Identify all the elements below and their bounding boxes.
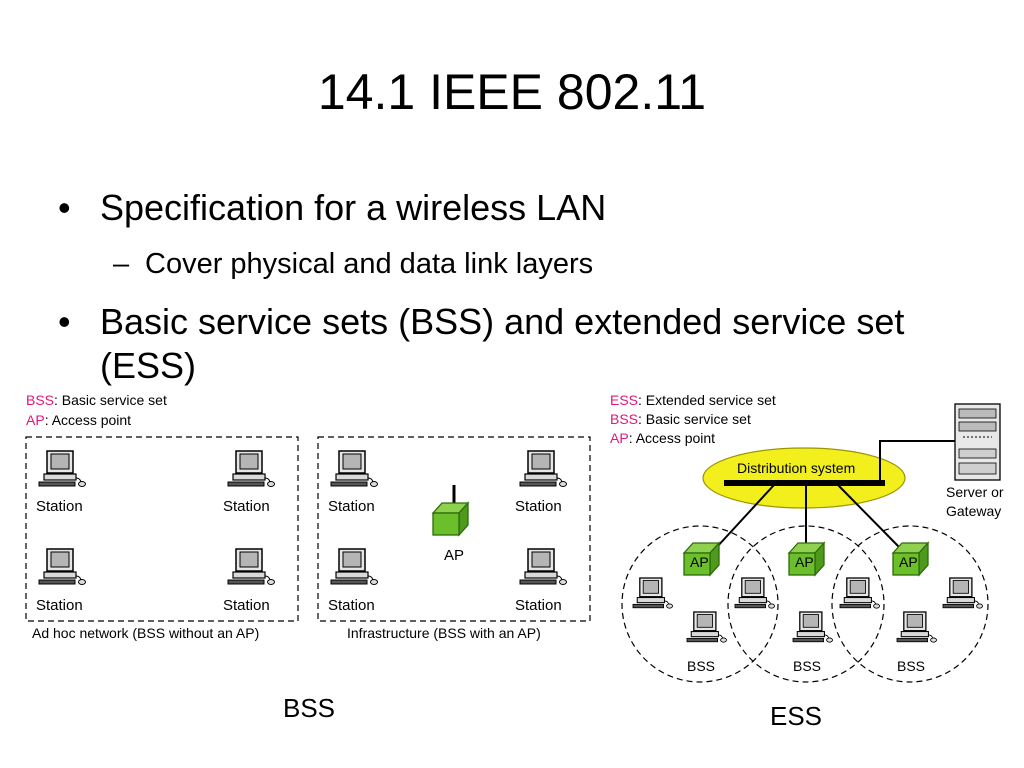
computer-station-icon [330, 548, 379, 586]
ess-access-point-1: AP [683, 542, 720, 576]
computer-station-icon [519, 548, 568, 586]
sub-bullet-text: Cover physical and data link layers [145, 248, 594, 280]
bss-circle-3 [831, 525, 989, 683]
ap-label: AP [899, 554, 918, 570]
bss-circle-1 [621, 525, 779, 683]
computer-station-icon [227, 450, 276, 488]
svg-text:AP: Access point: AP: Access point [610, 430, 715, 446]
slide-title: 14.1 IEEE 802.11 [317, 64, 707, 120]
server-link [879, 440, 955, 483]
bullet-text: Basic service sets (BSS) and extended se… [100, 301, 905, 342]
station-label: Station [515, 597, 562, 614]
computer-station-icon [686, 611, 728, 643]
ap-link-1 [715, 484, 775, 549]
legend-abbr-bss: BSS [26, 392, 54, 408]
bullet-bss-ess: • Basic service sets (BSS) and extended … [58, 300, 905, 388]
computer-station-icon [942, 577, 984, 609]
computer-station-icon [519, 450, 568, 488]
bullet-text: Specification for a wireless LAN [100, 187, 607, 228]
ap-label: AP [444, 547, 464, 564]
legend-desc-ap: : Access point [629, 430, 715, 446]
ap-link-3 [837, 484, 901, 549]
station-label: Station [36, 498, 83, 515]
computer-station-icon [839, 577, 881, 609]
computer-station-icon [896, 611, 938, 643]
server: Server or Gateway [946, 403, 1004, 519]
legend-desc-ess: : Extended service set [638, 392, 776, 408]
adhoc-station: Station [36, 450, 87, 515]
computer-station-icon [38, 450, 87, 488]
legend-abbr-ap: AP [610, 430, 629, 446]
computer-station-icon [734, 577, 776, 609]
station-label: Station [36, 597, 83, 614]
bullet-dot: • [58, 301, 71, 342]
ess-access-point-3: AP [892, 542, 929, 576]
bullet-text-continued: (ESS) [100, 345, 197, 386]
ap-label: AP [690, 554, 709, 570]
station-label: Station [328, 498, 375, 515]
adhoc-station: Station [36, 548, 87, 614]
station-label: Station [515, 498, 562, 515]
svg-text:BSS: Basic service set: BSS: Basic service set [26, 392, 167, 408]
infra-station: Station [515, 450, 568, 515]
adhoc-caption: Ad hoc network (BSS without an AP) [32, 625, 259, 641]
computer-station-icon [632, 577, 674, 609]
infra-station: Station [328, 548, 379, 614]
bss-circle-2 [727, 525, 885, 683]
svg-text:AP: Access point: AP: Access point [26, 412, 131, 428]
bss-label: BSS [897, 658, 925, 674]
ap-label: AP [795, 554, 814, 570]
legend-desc-bss: : Basic service set [638, 411, 751, 427]
server-label-line2: Gateway [946, 503, 1001, 519]
server-label-line1: Server or [946, 484, 1004, 500]
sub-bullet-layers: – Cover physical and data link layers [113, 246, 594, 282]
infra-caption: Infrastructure (BSS with an AP) [347, 625, 541, 641]
infra-station: Station [328, 450, 379, 515]
ess-figure-caption: ESS [770, 701, 823, 731]
adhoc-station: Station [223, 548, 276, 614]
bss-legend: BSS: Basic service set AP: Access point [26, 392, 167, 428]
sub-bullet-dash: – [113, 248, 130, 280]
adhoc-network-box [25, 436, 299, 622]
legend-desc-ap: : Access point [45, 412, 131, 428]
legend-abbr-ap: AP [26, 412, 45, 428]
legend-desc-bss: : Basic service set [54, 392, 167, 408]
infra-station: Station [515, 548, 568, 614]
distribution-bus [724, 480, 885, 486]
ess-access-point-2: AP [788, 542, 825, 576]
computer-station-icon [792, 611, 834, 643]
bss-label: BSS [793, 658, 821, 674]
server-icon [954, 403, 1001, 481]
station-label: Station [223, 597, 270, 614]
access-point-icon [432, 502, 469, 536]
infra-access-point: AP [432, 485, 469, 564]
ess-legend: ESS: Extended service set BSS: Basic ser… [610, 392, 776, 446]
computer-station-icon [38, 548, 87, 586]
legend-abbr-ess: ESS [610, 392, 638, 408]
computer-station-icon [330, 450, 379, 488]
bss-figure-caption: BSS [283, 693, 336, 723]
distribution-label: Distribution system [737, 460, 855, 476]
bullet-dot: • [58, 187, 71, 228]
computer-station-icon [227, 548, 276, 586]
svg-text:ESS: Extended service set: ESS: Extended service set [610, 392, 776, 408]
bss-label: BSS [687, 658, 715, 674]
station-label: Station [223, 498, 270, 515]
legend-abbr-bss: BSS [610, 411, 638, 427]
distribution-system-ellipse [702, 447, 906, 509]
station-label: Station [328, 597, 375, 614]
adhoc-station: Station [223, 450, 276, 515]
svg-text:BSS: Basic service set: BSS: Basic service set [610, 411, 751, 427]
infrastructure-box [317, 436, 591, 622]
bullet-wireless-lan: • Specification for a wireless LAN [58, 186, 607, 230]
